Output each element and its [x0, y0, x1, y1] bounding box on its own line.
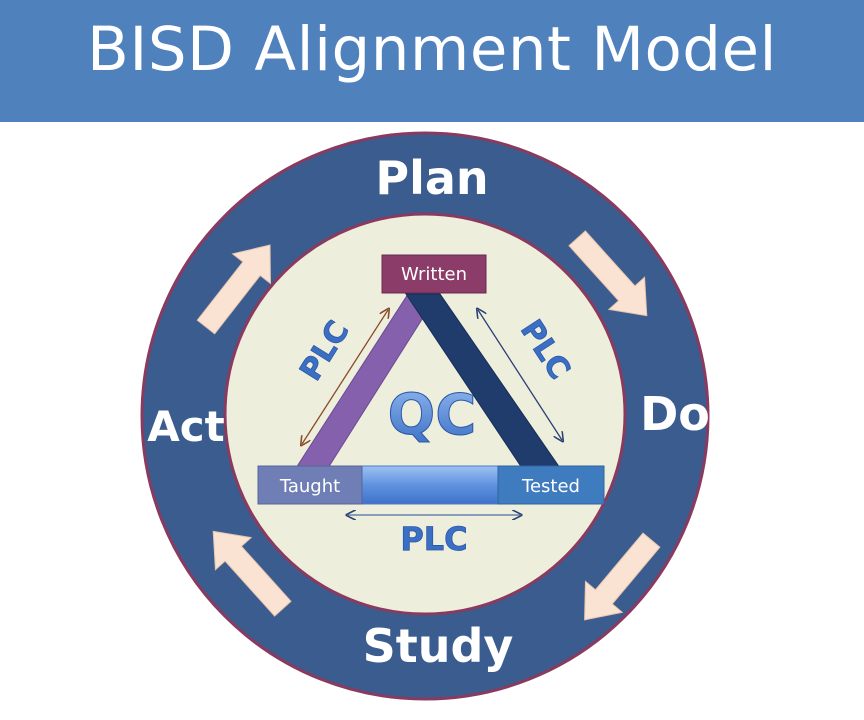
cycle-label-do: Do [640, 387, 710, 441]
tested-box [497, 465, 605, 505]
cycle-arrow-act-to-plan [196, 244, 271, 335]
plc-bottom-label: PLC [400, 520, 467, 558]
plc-left-arrow [302, 310, 388, 444]
written-box [381, 254, 487, 294]
cycle-arrow-plan-to-do [568, 230, 648, 317]
cycle-label-plan: Plan [375, 151, 488, 205]
cycle-label-act: Act [147, 402, 224, 451]
cycle-label-study: Study [363, 619, 514, 673]
tested-label: Tested [521, 476, 580, 497]
title-banner: BISD Alignment Model [0, 0, 864, 122]
alignment-diagram: Plan Do Study Act Written Taught Tested … [140, 131, 710, 701]
written-label: Written [401, 264, 467, 285]
cycle-arrow-study-to-act [212, 530, 292, 617]
plc-right-arrow [478, 310, 562, 440]
page-title: BISD Alignment Model [87, 14, 777, 85]
taught-label: Taught [279, 476, 340, 497]
qc-label: QC [388, 383, 477, 448]
taught-box [257, 465, 363, 505]
cycle-arrow-do-to-study [584, 532, 661, 621]
